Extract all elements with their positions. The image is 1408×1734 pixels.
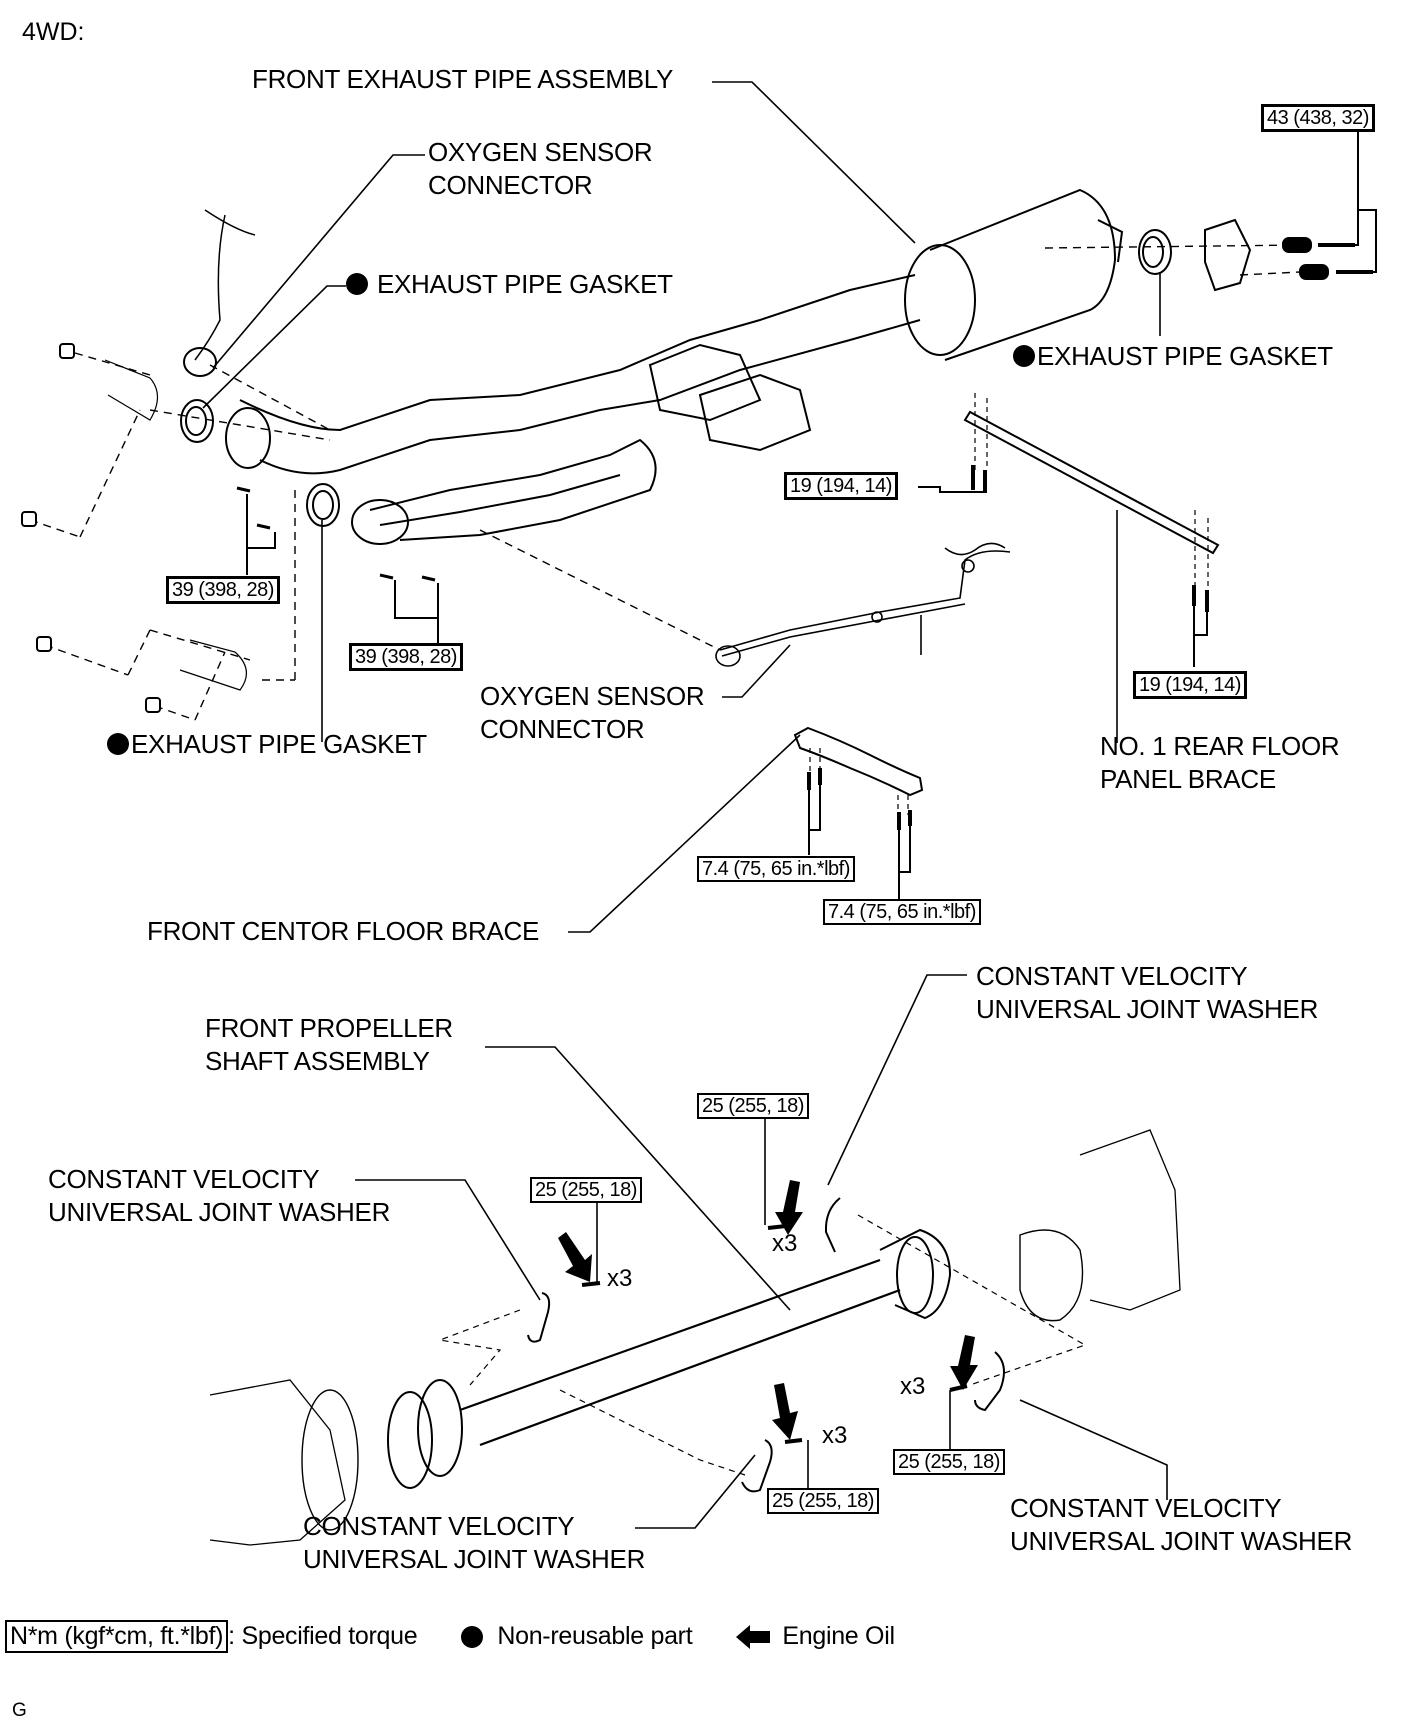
flange-upper-left <box>225 407 271 469</box>
label-cv-washer-upper-right: CONSTANT VELOCITY UNIVERSAL JOINT WASHER <box>976 961 1319 1024</box>
nonreusable-dot-icon <box>346 273 368 295</box>
flange-lower-left <box>351 499 409 545</box>
leader-cvw-ur <box>827 974 967 1186</box>
leader-o2-top <box>212 154 425 369</box>
o2-wire-top <box>194 209 256 361</box>
torque-prop-lower-middle: 25 (255, 18) <box>767 1488 879 1514</box>
label-cv-washer-bottom-middle: CONSTANT VELOCITY UNIVERSAL JOINT WASHER <box>303 1511 646 1574</box>
differential-flange <box>1019 1229 1084 1322</box>
rear-yoke <box>879 1228 952 1320</box>
label-front-exhaust-pipe-assembly: FRONT EXHAUST PIPE ASSEMBLY <box>252 64 674 94</box>
label-text: EXHAUST PIPE GASKET <box>1037 341 1333 371</box>
muffler-inlet-flange <box>904 244 976 356</box>
legend-nonreusable: Non-reusable part <box>461 1622 693 1651</box>
nonreusable-dot-icon <box>1013 345 1035 367</box>
gasket-right <box>1138 229 1172 275</box>
cat-converter-lower <box>698 373 812 452</box>
front-exhaust-pipe-drawing <box>21 130 1377 721</box>
front-flange-ellipse <box>387 1391 433 1489</box>
legend-torque: N*m (kgf*cm, ft.*lbf) : Specified torque <box>5 1620 418 1653</box>
qty-left: x3 <box>607 1265 633 1292</box>
legend: N*m (kgf*cm, ft.*lbf) : Specified torque… <box>5 1620 939 1653</box>
leader-cvw-bm <box>635 1454 756 1529</box>
gasket-lower-left <box>306 483 340 527</box>
leader-center-brace <box>568 734 801 933</box>
transmission-housing <box>209 1379 346 1546</box>
flange-bolts-lower <box>236 486 436 582</box>
differential-housing <box>1079 1129 1181 1311</box>
muffler-body <box>929 188 1117 361</box>
label-text: EXHAUST PIPE GASKET <box>131 729 427 759</box>
legend-engine-oil: Engine Oil <box>736 1622 895 1651</box>
rear-flange <box>1204 218 1252 292</box>
label-front-centor-floor-brace: FRONT CENTOR FLOOR BRACE <box>147 916 539 946</box>
label-exhaust-pipe-gasket-lower-left: EXHAUST PIPE GASKET <box>107 728 427 761</box>
leader-front-exhaust <box>712 81 916 244</box>
prop-bolts <box>581 1224 968 1444</box>
torque-prop-upper-right: 25 (255, 18) <box>697 1093 809 1119</box>
variant-title: 4WD: <box>22 18 85 46</box>
torque-rear-brace-rear-bolts: 19 (194, 14) <box>1133 671 1247 699</box>
label-text: EXHAUST PIPE GASKET <box>376 269 673 299</box>
solid-arrow-icon <box>736 1624 771 1649</box>
label-cv-washer-left: CONSTANT VELOCITY UNIVERSAL JOINT WASHER <box>48 1164 391 1227</box>
leader-cvw-left <box>355 1179 541 1301</box>
label-oxygen-sensor-connector-top: OXYGEN SENSOR CONNECTOR <box>428 137 653 200</box>
rear-floor-brace-drawing <box>918 393 1220 667</box>
qty-upper-right: x3 <box>772 1230 798 1257</box>
exploded-dashed-lines <box>29 244 1301 721</box>
torque-rear-brace-front-bolts: 19 (194, 14) <box>784 472 898 500</box>
qty-lower-right: x3 <box>900 1373 926 1400</box>
label-no1-rear-floor-panel-brace: NO. 1 REAR FLOOR PANEL BRACE <box>1100 731 1340 794</box>
torque-front-left-flange-bolts: 39 (398, 28) <box>166 576 280 604</box>
nonreusable-dot-icon <box>107 733 129 755</box>
legend-torque-box: N*m (kgf*cm, ft.*lbf) <box>5 1620 229 1653</box>
label-front-propeller-shaft-assembly: FRONT PROPELLER SHAFT ASSEMBLY <box>205 1013 453 1076</box>
oxygen-sensor-lower-drawing <box>715 542 1011 667</box>
spring-2 <box>1299 264 1329 280</box>
torque-prop-upper-left: 25 (255, 18) <box>530 1177 642 1203</box>
filled-circle-icon <box>461 1625 484 1648</box>
torque-center-brace-left-bolts: 7.4 (75, 65 in.*lbf) <box>697 856 855 882</box>
legend-nonreusable-text: Non-reusable part <box>497 1622 693 1650</box>
label-cv-washer-bottom-right: CONSTANT VELOCITY UNIVERSAL JOINT WASHER <box>1010 1493 1353 1556</box>
legend-torque-desc: : Specified torque <box>228 1622 418 1650</box>
nuts <box>21 343 161 713</box>
legend-engine-oil-text: Engine Oil <box>782 1622 895 1650</box>
torque-prop-lower-right: 25 (255, 18) <box>893 1449 1005 1475</box>
torque-center-brace-right-bolts: 7.4 (75, 65 in.*lbf) <box>823 899 981 925</box>
cv-washer-shapes <box>527 1197 1005 1493</box>
torque-front-right-flange-bolts: 39 (398, 28) <box>349 643 463 671</box>
center-floor-brace-drawing <box>793 726 924 900</box>
label-exhaust-pipe-gasket-upper-left: EXHAUST PIPE GASKET <box>346 268 673 301</box>
leader-lines <box>202 81 1168 1529</box>
leader-prop-shaft <box>485 1046 791 1311</box>
o2-connector-top <box>183 347 217 377</box>
label-exhaust-pipe-gasket-right: EXHAUST PIPE GASKET <box>1013 340 1333 373</box>
leader-gasket-ul <box>202 285 346 409</box>
qty-lower-middle: x3 <box>822 1422 848 1449</box>
label-oxygen-sensor-connector-bottom: OXYGEN SENSOR CONNECTOR <box>480 681 705 744</box>
torque-rear-flange-bolts: 43 (438, 32) <box>1261 104 1375 132</box>
engine-oil-arrows <box>558 1180 978 1440</box>
leader-o2-bottom <box>722 644 791 698</box>
propeller-shaft-drawing <box>209 1107 1181 1546</box>
leader-cvw-br <box>1019 1399 1168 1500</box>
cat-converter-upper <box>648 343 762 422</box>
figure-code: G <box>12 1700 27 1721</box>
